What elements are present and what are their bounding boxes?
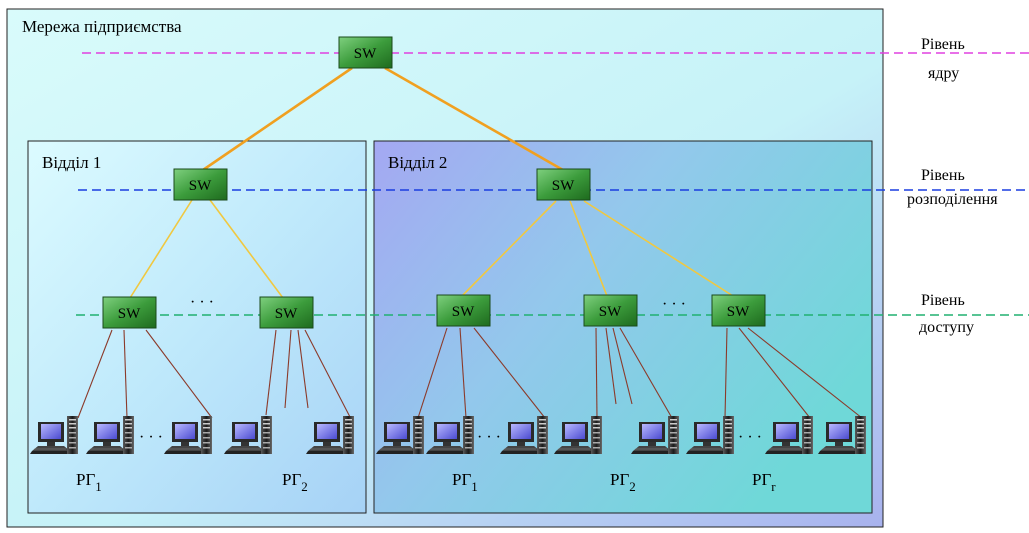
core-level-label-line2: ядру	[928, 65, 959, 82]
workgroup-label: РГ1	[452, 470, 478, 494]
distribution-level-label-line2: розподілення	[907, 191, 998, 208]
workgroup-label: РГ2	[282, 470, 308, 494]
access-links-dept1	[77, 329, 351, 419]
switch-label: SW	[552, 178, 575, 194]
core-link-dept2	[384, 66, 564, 172]
department-2-box	[373, 140, 873, 514]
core-level-label-line1: Рівень	[921, 36, 965, 53]
switch-label: SW	[452, 304, 475, 320]
switch-label: SW	[354, 46, 377, 62]
workgroup-label: РГ1	[76, 470, 102, 494]
dist-link	[583, 200, 734, 297]
switch-ellipsis: · · ·	[190, 294, 214, 311]
switch-label: SW	[118, 306, 141, 322]
dist-link	[209, 199, 284, 299]
switch-label: SW	[727, 304, 750, 320]
core-link-dept1	[199, 66, 353, 174]
access-switch-dept2-b: SW	[583, 294, 638, 327]
switch-label: SW	[599, 304, 622, 320]
dist-link	[461, 200, 557, 297]
access-switch-dept2-a: SW	[436, 294, 491, 327]
access-level-label-line2: доступу	[919, 319, 974, 336]
network-title: Мережа підприємства	[22, 17, 182, 36]
workstation-ellipsis: · · ·	[738, 429, 762, 446]
department-2-title: Відділ 2	[388, 153, 447, 172]
core-switch: SW	[338, 36, 393, 69]
workgroup-label: РГ2	[610, 470, 636, 494]
workstation-ellipsis: · · ·	[139, 429, 163, 446]
access-level-label-line1: Рівень	[921, 292, 965, 309]
distribution-switch-dept2: SW	[536, 168, 591, 201]
dist-link	[569, 200, 608, 297]
access-links-dept2	[417, 327, 863, 419]
access-switch-dept1-b: SW	[259, 296, 314, 329]
distribution-level-label-line1: Рівень	[921, 167, 965, 184]
access-switch-dept2-c: SW	[711, 294, 766, 327]
switch-label: SW	[275, 306, 298, 322]
distribution-switch-dept1: SW	[173, 168, 228, 201]
access-switch-dept1-a: SW	[102, 296, 157, 329]
dist-link	[129, 199, 193, 299]
switch-label: SW	[189, 178, 212, 194]
workgroup-label: РГr	[752, 470, 776, 494]
switch-ellipsis: · · ·	[662, 296, 686, 313]
workstation-ellipsis: · · ·	[477, 429, 501, 446]
department-1-title: Відділ 1	[42, 153, 101, 172]
